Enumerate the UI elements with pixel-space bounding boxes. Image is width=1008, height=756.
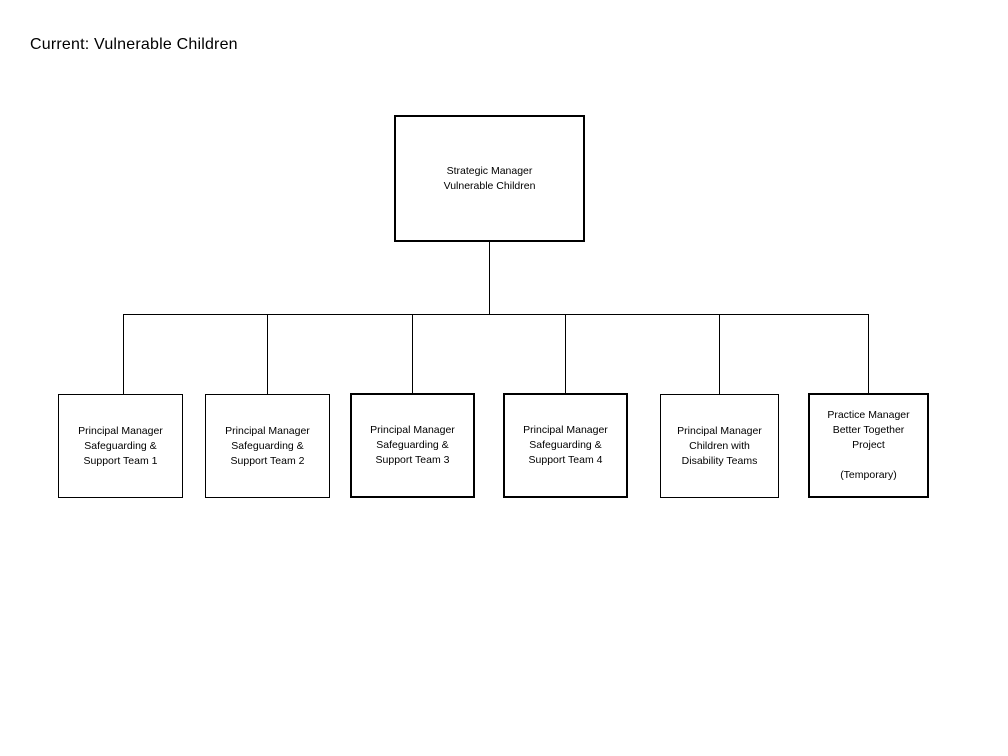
node-better-together-project: Practice Manager Better Together Project… [808,393,929,498]
connector-drop-6 [868,314,869,394]
connector-drop-4 [565,314,566,394]
node-children-with-disability-teams: Principal Manager Children with Disabili… [660,394,779,498]
connector-drop-5 [719,314,720,394]
node-support-team-4: Principal Manager Safeguarding & Support… [503,393,628,498]
connector-drop-2 [267,314,268,394]
node-support-team-3: Principal Manager Safeguarding & Support… [350,393,475,498]
node-strategic-manager: Strategic Manager Vulnerable Children [394,115,585,242]
page-title: Current: Vulnerable Children [30,36,238,53]
connector-trunk [489,242,490,314]
node-support-team-2: Principal Manager Safeguarding & Support… [205,394,330,498]
connector-drop-3 [412,314,413,394]
node-support-team-1: Principal Manager Safeguarding & Support… [58,394,183,498]
connector-rail [123,314,869,315]
connector-drop-1 [123,314,124,394]
